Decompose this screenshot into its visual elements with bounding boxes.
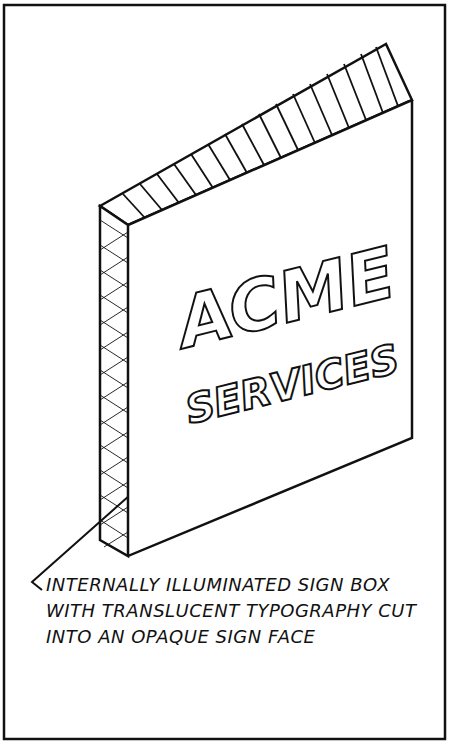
sign-face: ACMESERVICES [128, 100, 414, 558]
note-label: INTERNALLY ILLUMINATED SIGN BOX WITH TRA… [46, 572, 438, 650]
frame [4, 5, 445, 739]
callout-note: INTERNALLY ILLUMINATED SIGN BOX WITH TRA… [46, 572, 438, 650]
side-face [100, 206, 128, 556]
side-crosshatch [100, 220, 128, 547]
